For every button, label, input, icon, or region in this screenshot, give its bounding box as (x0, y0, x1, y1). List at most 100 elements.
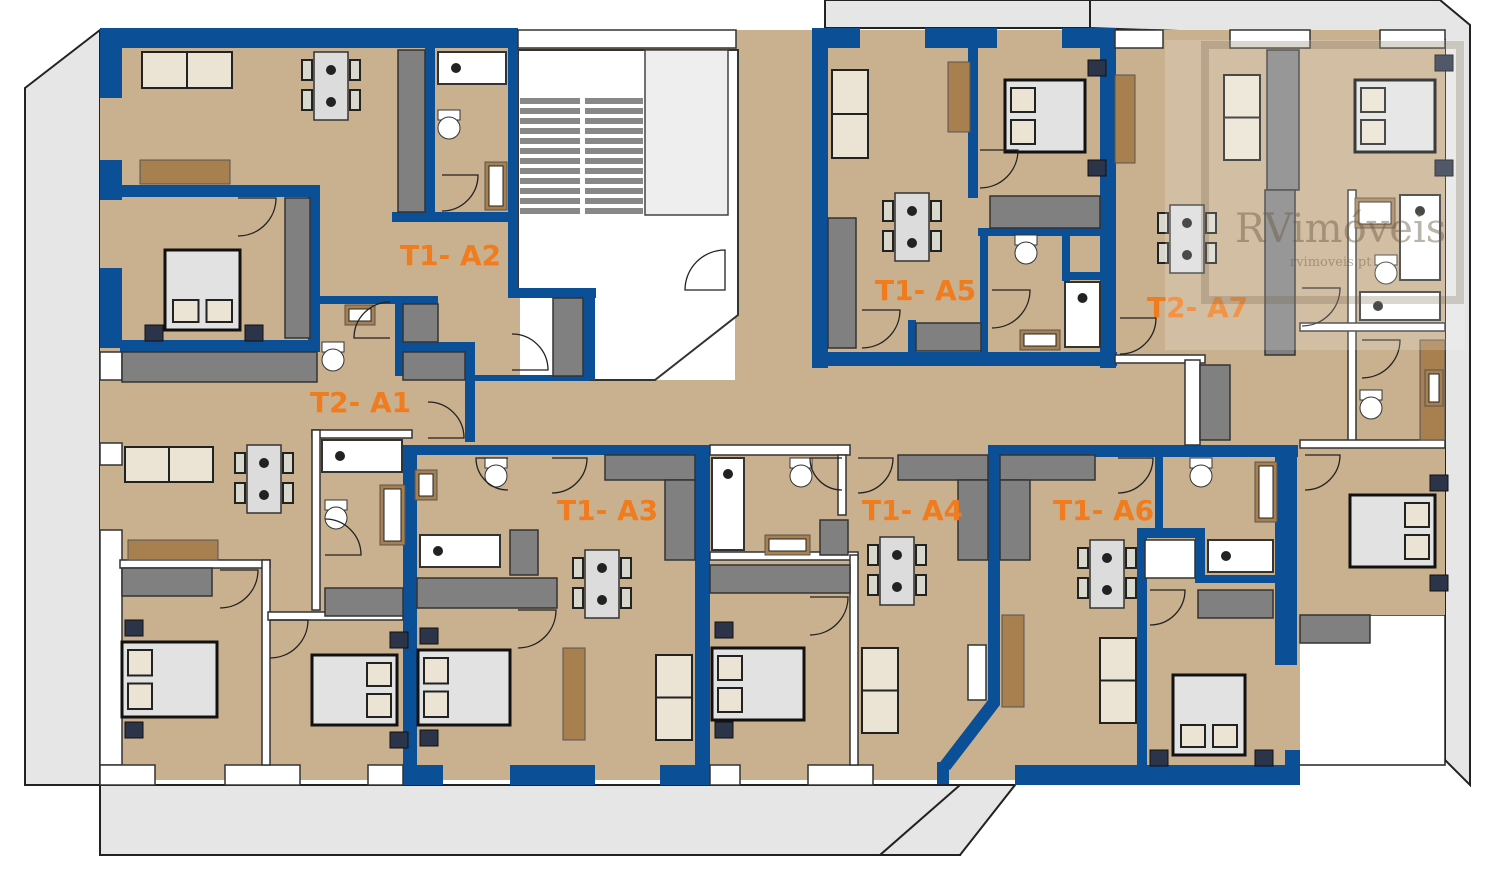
basin (1358, 201, 1392, 225)
door-swing (991, 289, 1031, 329)
sofa (861, 647, 899, 734)
unit-label-a7: T2- A7 (1147, 291, 1248, 324)
door-swing (475, 457, 509, 491)
nightstand (389, 731, 409, 749)
bathtub (437, 51, 507, 85)
stair-step (585, 188, 643, 194)
chair (349, 89, 361, 111)
nightstand (1429, 574, 1449, 592)
plate (1182, 250, 1192, 260)
nightstand (1087, 59, 1107, 77)
toilet-bowl (1014, 241, 1038, 265)
stair-step (585, 198, 643, 204)
chair (301, 89, 313, 111)
toilet-bowl (1189, 464, 1213, 488)
stair-step (585, 158, 643, 164)
chair (882, 200, 894, 222)
stair-step (520, 138, 580, 144)
chair (234, 482, 246, 504)
plate (1102, 553, 1112, 563)
sink (1254, 461, 1278, 523)
pillow (717, 655, 743, 681)
chair (930, 200, 942, 222)
basin (488, 165, 504, 207)
dining-table (301, 51, 361, 121)
table-top (894, 192, 930, 262)
sofa (1223, 74, 1261, 161)
nightstand (144, 324, 164, 342)
door-swing (1119, 317, 1157, 355)
watermark: RVimóveis rvimoveis.pt (1165, 40, 1465, 350)
basin (1428, 373, 1440, 403)
toilet (484, 457, 508, 488)
dining-table (572, 549, 632, 619)
sofa (1099, 637, 1137, 724)
chair (915, 544, 927, 566)
pillow (1010, 119, 1036, 145)
table-top (584, 549, 620, 619)
toilet-bowl (324, 506, 348, 530)
stair-step (585, 208, 643, 214)
stair-step (520, 98, 580, 104)
tap (1077, 293, 1088, 303)
door-swing (219, 569, 259, 609)
plate (907, 206, 917, 216)
table-top (1089, 539, 1125, 609)
stair-step (520, 118, 580, 124)
stair-step (520, 178, 580, 184)
nightstand (389, 631, 409, 649)
tub (419, 534, 501, 568)
watermark-site: rvimoveis.pt (1290, 255, 1372, 270)
chair (1157, 212, 1169, 234)
sink (414, 469, 438, 501)
sofa (655, 654, 693, 741)
nightstand (1254, 749, 1274, 767)
chair (882, 230, 894, 252)
toilet-bowl (1374, 261, 1398, 285)
stair-step (585, 138, 643, 144)
unit-label-a4: T1- A4 (862, 494, 963, 527)
chair (1157, 242, 1169, 264)
pillow (1404, 534, 1430, 560)
pillow (1212, 724, 1238, 748)
stair-step (585, 108, 643, 114)
pillow (366, 693, 392, 718)
basin (1258, 465, 1274, 519)
walls (100, 28, 1300, 785)
stair-step (520, 108, 580, 114)
tap (451, 63, 461, 73)
stair-step (585, 98, 643, 104)
plate (1102, 585, 1112, 595)
plate (259, 458, 269, 468)
table-top (246, 444, 282, 514)
bathtub (711, 457, 745, 551)
tap (1221, 551, 1231, 561)
chair (915, 574, 927, 596)
sofa (124, 446, 214, 483)
pillow (1180, 724, 1206, 748)
chair (867, 574, 879, 596)
bed (1348, 493, 1437, 569)
sink (1354, 197, 1396, 229)
pillow (127, 649, 153, 677)
unit-label-a5: T1- A5 (875, 274, 976, 307)
chair (1125, 577, 1137, 599)
toilet-bowl (321, 348, 345, 372)
partitions (99, 29, 1446, 786)
chair (572, 557, 584, 579)
unit-label-a6: T1- A6 (1053, 494, 1154, 527)
table-top (313, 51, 349, 121)
toilet (1014, 234, 1038, 265)
bathtub (1399, 194, 1441, 281)
nightstand (1434, 54, 1454, 72)
bed (1171, 673, 1247, 757)
door-swing (1301, 287, 1341, 327)
chair (282, 452, 294, 474)
toilet-bowl (1359, 396, 1383, 420)
chair (349, 59, 361, 81)
door-swing (809, 596, 849, 636)
toilet (1374, 254, 1398, 285)
stair-step (585, 178, 643, 184)
door-swing (427, 401, 465, 439)
basin (348, 308, 372, 322)
